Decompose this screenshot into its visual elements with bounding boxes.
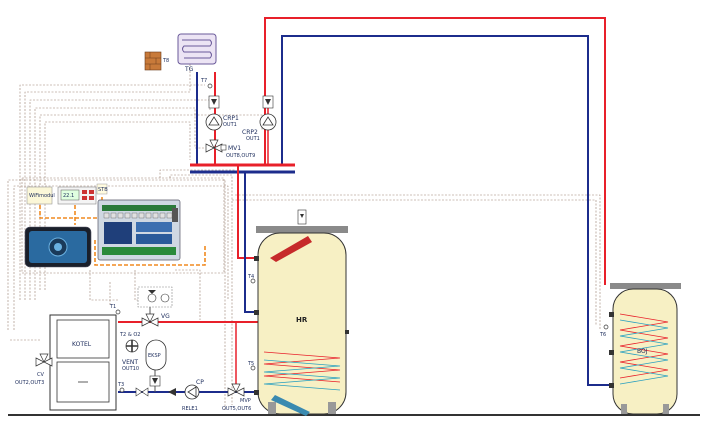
check-valve-icon [208, 95, 220, 109]
eksp-label: EKSP [148, 353, 161, 359]
mvp-out-label: OUT5,OUT6 [222, 406, 251, 412]
arrow-icon [168, 388, 176, 396]
safety-valve-group [137, 286, 173, 308]
air-vent-icon [297, 209, 307, 225]
pump-icon: CRP1 OUT1 [205, 113, 239, 131]
three-way-valve-icon: CV OUT2,OUT3 [15, 353, 53, 386]
boiler-kotel: KOTEL [49, 314, 117, 411]
check-valve-icon [262, 95, 274, 109]
hr-buffer-tank: HR [254, 226, 349, 416]
control-board [97, 199, 181, 261]
t7-label: T7 [200, 78, 207, 84]
t2-label: T2 & O2 [119, 332, 140, 338]
stb-module: STB [96, 183, 108, 195]
temperature-sensor-icon: T1 [109, 304, 121, 315]
wifi-label: WiFimodul [29, 193, 55, 199]
tg-radiator: TG [177, 33, 217, 73]
hr-cold-return-pipe [244, 172, 258, 313]
pump-icon: CRP2 OUT1 [242, 113, 277, 142]
three-way-valve-icon: VG [141, 313, 170, 327]
vent-label: VENT [122, 359, 138, 366]
out2-label: OUT2,OUT3 [15, 380, 44, 386]
boj-cold-pipe [281, 35, 612, 386]
tg-label: TG [184, 66, 194, 73]
three-way-valve-icon: MV1 OUT8,OUT9 [205, 139, 255, 159]
t4-label: T4 [247, 274, 254, 280]
boj-label: BOJ [637, 348, 648, 355]
t1-label: T1 [109, 304, 116, 310]
rele-label: RELE1 [182, 406, 198, 412]
temperature-sensor-icon: T7 [200, 78, 213, 89]
cv-label: CV [37, 372, 44, 378]
chimney-icon: T8 [144, 51, 169, 71]
temperature-sensor-icon: T5 [247, 361, 256, 371]
three-way-valve-icon: MVP OUT5,OUT6 [222, 383, 251, 412]
mvp-label: MVP [240, 398, 251, 404]
stb-label: STB [98, 187, 108, 193]
temperature-sensor-icon: T3 [117, 382, 125, 393]
boj-hot-pipe [264, 17, 606, 285]
temperature-sensor-icon: T6 [599, 324, 609, 338]
crp1-label: CRP1 [223, 115, 239, 122]
kotel-label: KOTEL [72, 341, 92, 348]
t8-label: T8 [162, 58, 169, 64]
wifi-module: WiFimodul [26, 186, 55, 205]
thermostat-display: 22.1 [63, 193, 74, 199]
t3-label: T3 [117, 382, 124, 388]
temperature-sensor-icon: T4 [247, 274, 256, 284]
touch-display [24, 226, 92, 268]
hr-hot-supply-pipe [237, 165, 258, 259]
check-valve-icon [135, 387, 149, 397]
hr-label: HR [296, 316, 308, 324]
mv1-label: MV1 [228, 145, 241, 152]
t6-label: T6 [599, 332, 606, 338]
vg-label: VG [161, 313, 170, 320]
boj-boiler-tank: BOJ [609, 283, 681, 415]
check-valve-icon [149, 375, 161, 387]
controller-frame [21, 177, 225, 274]
t5-label: T5 [247, 361, 254, 367]
expansion-vessel: EKSP [145, 339, 167, 371]
crp2-out-label: OUT1 [246, 136, 260, 142]
air-vent-icon: VENT OUT10 [122, 339, 139, 372]
cp-label: CP [196, 379, 204, 386]
mv1-out-label: OUT8,OUT9 [226, 153, 255, 159]
crp1-out-label: OUT1 [223, 122, 237, 128]
vent-out-label: OUT10 [122, 366, 139, 372]
pump-icon: CP RELE1 [182, 379, 204, 412]
room-thermostat: 22.1 [57, 186, 97, 205]
crp2-label: CRP2 [242, 129, 258, 136]
